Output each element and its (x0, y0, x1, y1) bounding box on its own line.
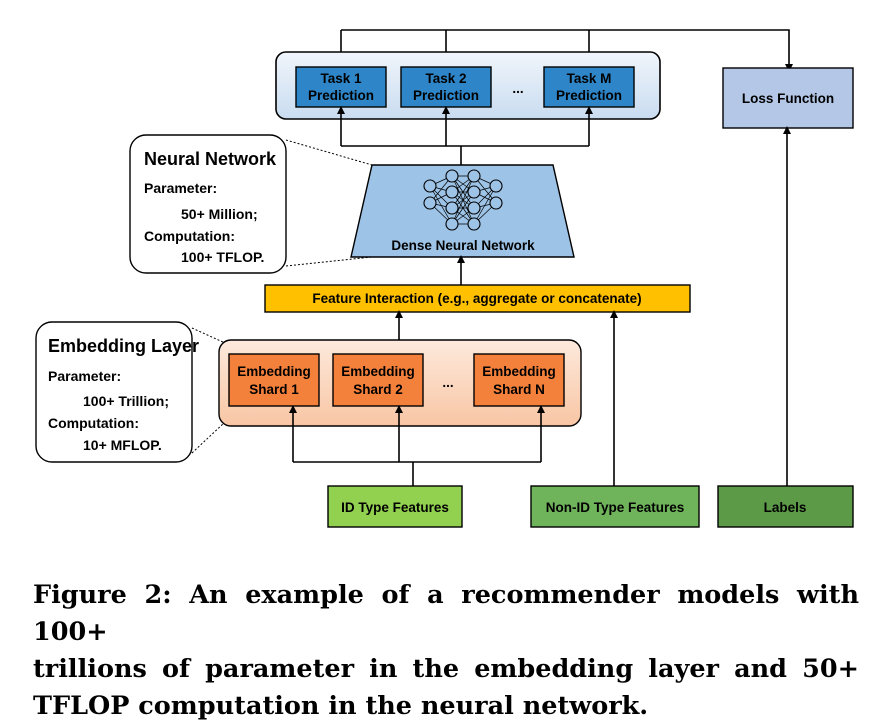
loss-feedback-connector (340, 29, 793, 72)
task-2-label-line2: Prediction (413, 88, 479, 103)
emb-param-label: Parameter: (48, 368, 121, 384)
task-m-label-line2: Prediction (556, 88, 622, 103)
shard-1-label-line2: Shard 1 (249, 382, 299, 397)
shard-2-label-line1: Embedding (341, 364, 415, 379)
task-2-box: Task 2 Prediction (400, 66, 492, 108)
nn-icon-edge (429, 185, 453, 225)
nn-to-tasks-connector (337, 106, 593, 165)
shard-2-label-line2: Shard 2 (353, 382, 403, 397)
nn-param-value: 50+ Million; (181, 206, 258, 222)
task-1-label-line2: Prediction (308, 88, 374, 103)
labels-label: Labels (764, 500, 807, 515)
embedding-layer-callout: Embedding Layer Parameter: 100+ Trillion… (35, 321, 226, 463)
recommender-model-diagram: Task 1 Prediction Task 2 Prediction ... … (35, 29, 854, 528)
id-type-features-box: ID Type Features (327, 485, 463, 528)
figure-caption: Figure 2: An example of a recommender mo… (33, 577, 859, 725)
dense-neural-network: Dense Neural Network (350, 164, 575, 258)
nn-icon-node (445, 185, 459, 199)
shard-n-box: Embedding Shard N (473, 353, 565, 407)
nn-icon-node (489, 179, 503, 193)
neural-network-callout: Neural Network Parameter: 50+ Million; C… (129, 134, 373, 274)
task-2-label-line1: Task 2 (425, 71, 466, 86)
nn-icon-node (467, 185, 481, 199)
emb-param-value: 100+ Trillion; (83, 393, 169, 409)
task-m-box: Task M Prediction (543, 66, 635, 108)
id-features-to-shards-connector (289, 405, 545, 486)
nn-icon-node (445, 201, 459, 215)
nn-icon-node (467, 169, 481, 183)
task-1-label-line1: Task 1 (320, 71, 362, 86)
shard-1-box: Embedding Shard 1 (228, 353, 320, 407)
nn-icon-node (423, 179, 437, 193)
loss-function-box: Loss Function (722, 67, 854, 129)
nn-icon-node (467, 217, 481, 231)
shard-n-label-line1: Embedding (482, 364, 556, 379)
task-1-box: Task 1 Prediction (295, 66, 387, 108)
tasks-ellipsis: ... (512, 81, 523, 96)
emb-comp-label: Computation: (48, 415, 139, 431)
dense-nn-label: Dense Neural Network (391, 238, 535, 253)
nn-icon-node (489, 196, 503, 210)
loss-function-label: Loss Function (742, 91, 834, 106)
nn-comp-label: Computation: (144, 228, 235, 244)
embedding-callout-title: Embedding Layer (48, 336, 199, 356)
caption-line-1: Figure 2: An example of a recommender mo… (33, 580, 859, 647)
nn-comp-value: 100+ TFLOP. (181, 249, 264, 265)
non-id-type-features-box: Non-ID Type Features (530, 485, 700, 528)
shard-2-box: Embedding Shard 2 (332, 353, 424, 407)
nn-icon-edge (473, 185, 497, 225)
non-id-type-features-label: Non-ID Type Features (546, 500, 685, 515)
shards-ellipsis: ... (442, 375, 453, 390)
shard-1-label-line1: Embedding (237, 364, 311, 379)
nn-param-label: Parameter: (144, 180, 217, 196)
shard-n-label-line2: Shard N (493, 382, 545, 397)
nn-icon-node (423, 196, 437, 210)
caption-line-3: TFLOP computation in the neural network. (33, 691, 649, 721)
neural-network-icon (423, 169, 503, 231)
emb-comp-value: 10+ MFLOP. (83, 437, 162, 453)
feature-interaction-box: Feature Interaction (e.g., aggregate or … (264, 284, 691, 313)
labels-box: Labels (717, 485, 854, 528)
nn-icon-edge (451, 175, 475, 225)
feature-interaction-label: Feature Interaction (e.g., aggregate or … (312, 291, 641, 306)
task-m-label-line1: Task M (567, 71, 612, 86)
id-type-features-label: ID Type Features (341, 500, 449, 515)
nn-icon-node (445, 169, 459, 183)
neural-network-callout-title: Neural Network (144, 149, 277, 169)
caption-line-2: trillions of parameter in the embedding … (33, 654, 859, 684)
nn-icon-node (467, 201, 481, 215)
nn-icon-node (445, 217, 459, 231)
